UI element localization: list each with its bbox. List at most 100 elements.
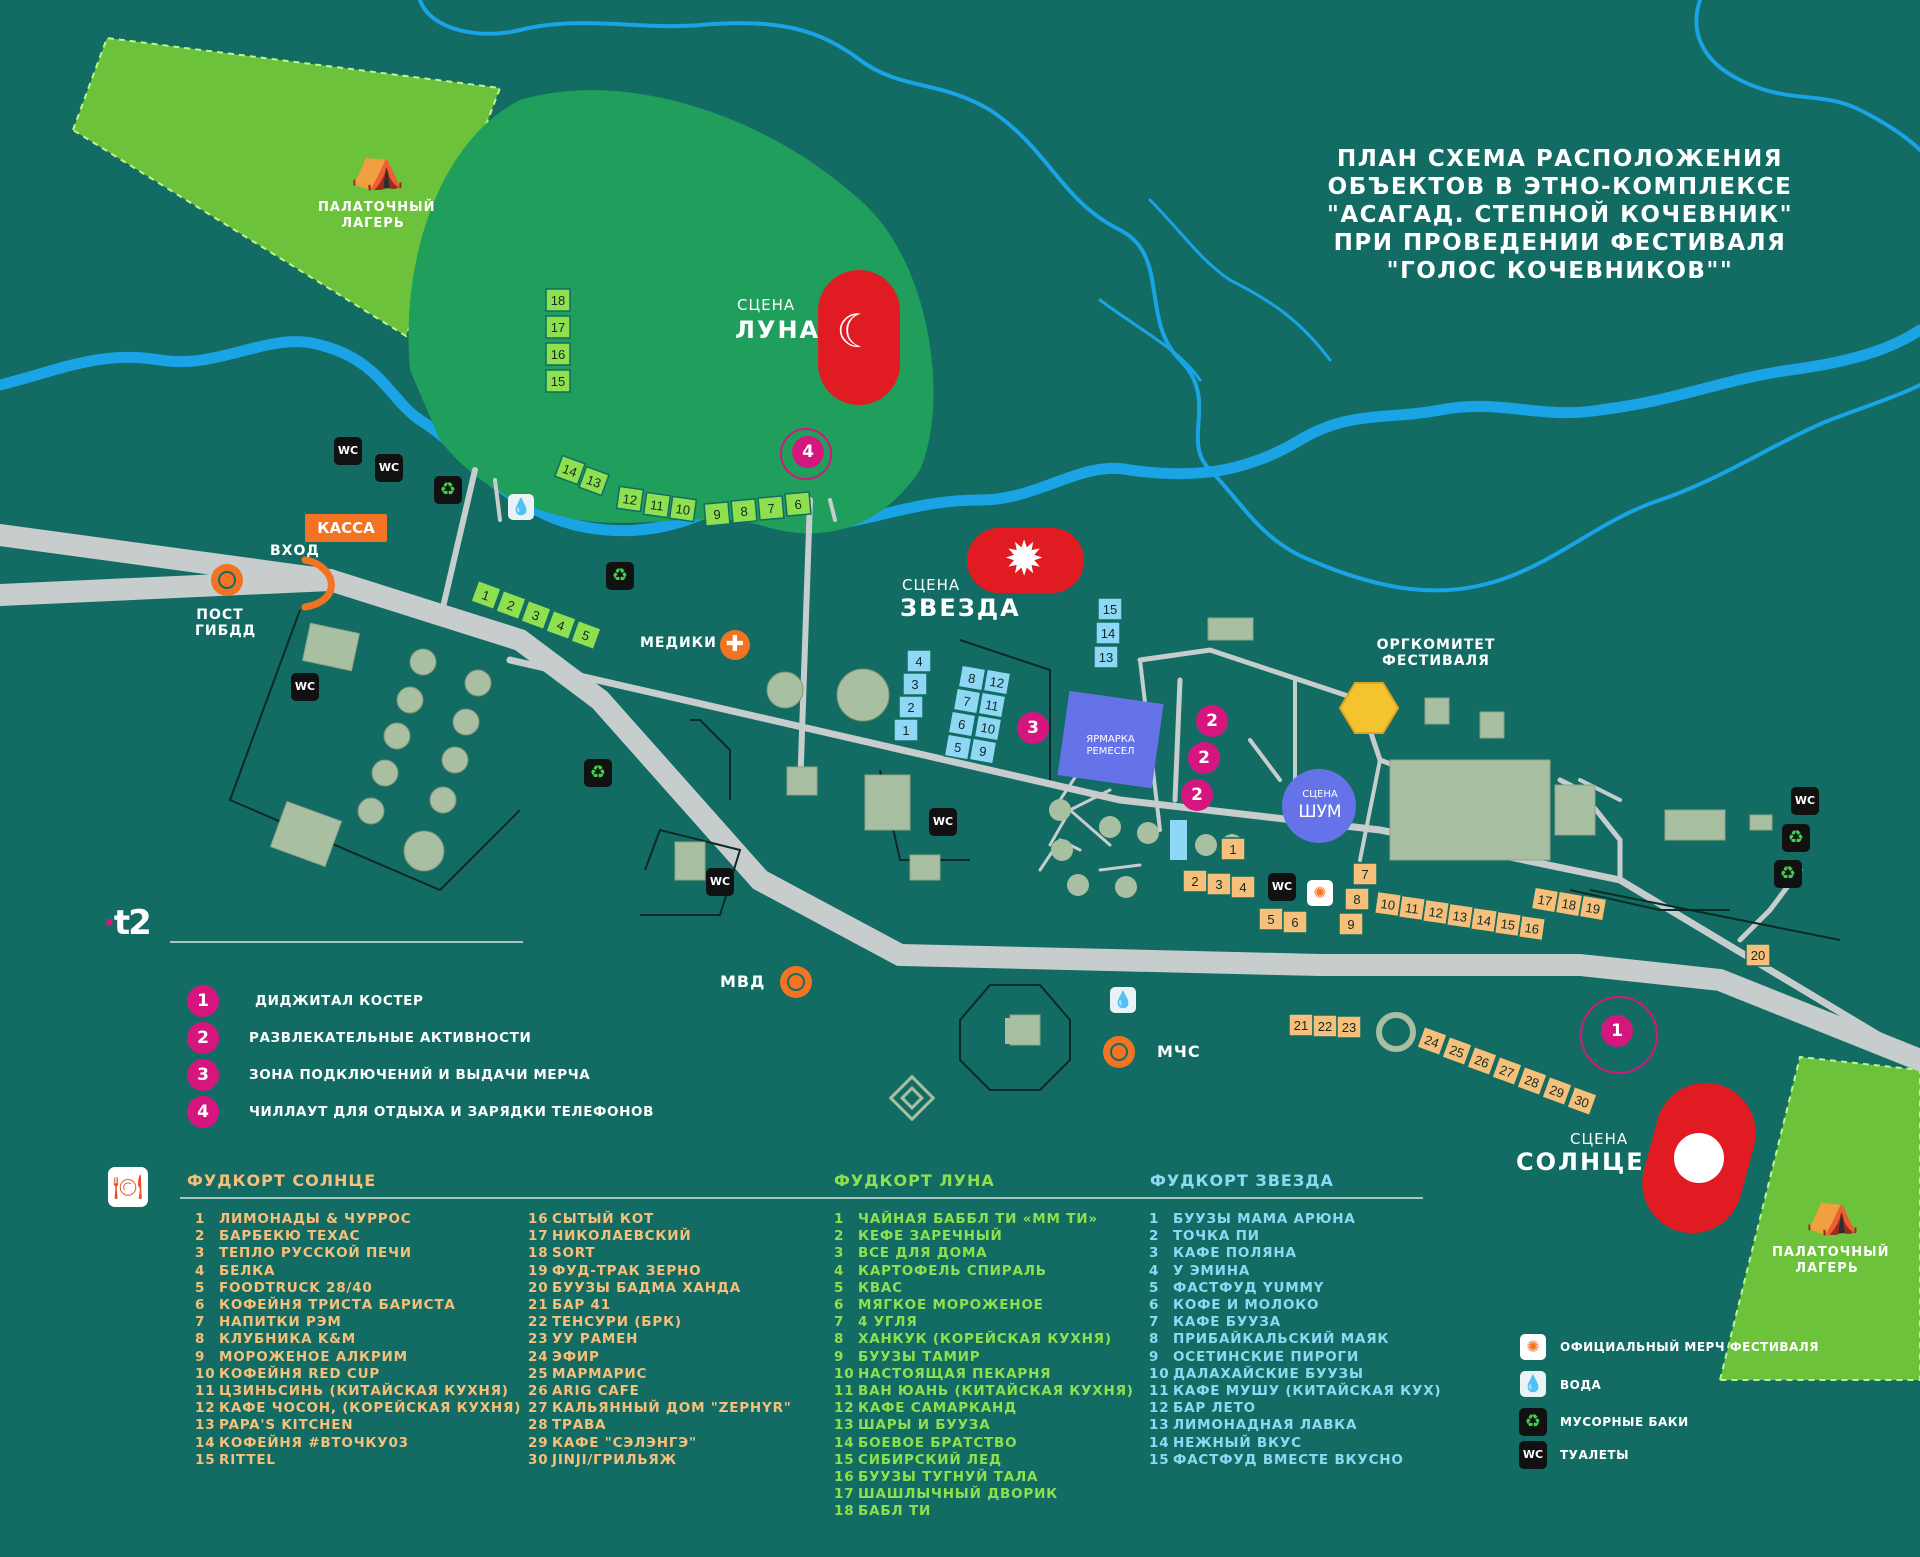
zone-2-marker: 2	[1181, 779, 1213, 811]
foodcourt-item-number: 5	[1149, 1279, 1160, 1296]
mchs-icon	[1103, 1036, 1135, 1068]
moon-stall-box	[570, 619, 602, 651]
star-stall-number: 15	[1103, 602, 1117, 617]
moon-stall: 10	[668, 495, 698, 523]
sun-stall-box	[1516, 1065, 1548, 1097]
foodcourt-item-name: НЕЖНЫЙ ВКУС	[1173, 1434, 1302, 1451]
title-line: ОБЪЕКТОВ В ЭТНО-КОМПЛЕКСЕ	[1327, 174, 1793, 200]
moon-stall-number: 2	[505, 597, 517, 614]
taro-stand	[1170, 820, 1187, 860]
moon-stall: 5	[570, 619, 602, 651]
stage-sun-label-small: СЦЕНА	[1570, 1130, 1629, 1148]
sun-stall: 1	[1220, 837, 1246, 861]
title-line: ПЛАН СХЕМА РАСПОЛОЖЕНИЯ	[1337, 146, 1783, 172]
foodcourt-item-number: 22	[528, 1314, 549, 1331]
moon-stall-number: 10	[675, 501, 691, 518]
zone-4-marker: 4	[792, 436, 824, 468]
moon-stall: 16	[545, 342, 571, 366]
foodcourt-item-name: БУУЗЫ МАМА АРЮНА	[1173, 1211, 1356, 1227]
sun-stall-box	[1230, 875, 1256, 899]
foodcourt-item-name: БУУЗЫ ТУГНУЙ ТАЛА	[858, 1469, 1039, 1486]
moon-stall-number: 11	[649, 497, 664, 514]
foodcourt-item-number: 19	[528, 1262, 549, 1279]
star-stall: 13	[1093, 645, 1119, 669]
moon-stall-box	[554, 454, 586, 486]
sun-stall-box	[1344, 887, 1370, 911]
foodcourt-item-number: 8	[195, 1331, 206, 1348]
sun-stall-number: 26	[1472, 1052, 1491, 1071]
foodcourt-item-name: МЯГКОЕ МОРОЖЕНОЕ	[858, 1297, 1044, 1314]
legend-merch: ОФИЦИАЛЬНЫЙ МЕРЧ ФЕСТИВАЛЯ	[1560, 1340, 1819, 1354]
wc-icon: WC	[291, 673, 319, 701]
moon-stall-box	[520, 599, 552, 631]
tent-camp-label-line: ПАЛАТОЧНЫЙ	[1772, 1245, 1890, 1260]
star-stall-number: 3	[911, 677, 918, 692]
tent-icon: ⛺	[1805, 1186, 1860, 1237]
stage-sun-label-big: СОЛНЦЕ	[1516, 1148, 1645, 1176]
zone-legend-marker: 1	[187, 985, 219, 1017]
ring-yurt	[1376, 1012, 1416, 1052]
sun-icon	[1674, 1133, 1724, 1183]
moon-stall-box	[730, 498, 758, 524]
star-stall-box	[982, 668, 1012, 696]
foodcourt-item-name: МОРОЖЕНОЕ АЛКРИМ	[219, 1348, 408, 1365]
sun-stall-number: 27	[1497, 1062, 1516, 1081]
recycle-icon: ♻	[1782, 824, 1810, 852]
foodcourt-item-name: БОЕВОЕ БРАТСТВО	[858, 1434, 1018, 1451]
sun-stall-number: 17	[1536, 892, 1553, 909]
sun-stall-number: 9	[1347, 917, 1354, 932]
foodcourt-item-number: 11	[1149, 1383, 1170, 1400]
tent-camp-label-line: ПАЛАТОЧНЫЙ	[318, 200, 436, 215]
star-stall: 12	[982, 668, 1012, 696]
foodcourt-item-name: КАЛЬЯННЫЙ ДОМ "ZEPHYR"	[552, 1400, 792, 1417]
stage-star-label-small: СЦЕНА	[902, 576, 961, 594]
moon-stall: 4	[545, 609, 577, 641]
stage-star	[967, 528, 1084, 593]
foodcourt-item-number: 16	[834, 1469, 855, 1486]
zone-3-marker: 3	[1017, 712, 1049, 744]
legend-trash: МУСОРНЫЕ БАКИ	[1560, 1415, 1689, 1429]
moon-stall: 14	[554, 454, 586, 486]
star-stall-box	[943, 733, 973, 761]
foodcourt-item-name: КАФЕ ЧОСОН, (КОРЕЙСКАЯ КУХНЯ)	[219, 1400, 522, 1417]
foodcourt-item-name: ПРИБАЙКАЛЬСКИЙ МАЯК	[1173, 1331, 1390, 1348]
zone-legend-marker: 3	[187, 1059, 219, 1091]
sun-stall-number: 28	[1522, 1072, 1541, 1091]
foodcourt-item-number: 11	[195, 1383, 216, 1400]
orgcommittee-building	[1338, 682, 1400, 734]
foodcourt-item-number: 9	[1149, 1348, 1160, 1365]
sun-stall-number: 2	[1191, 874, 1198, 889]
kassa-label: КАССА	[305, 514, 387, 542]
moon-stall-number: 17	[551, 320, 565, 335]
moon-stall-box	[470, 579, 502, 611]
star-stall-box	[898, 695, 924, 719]
wc-icon: WC	[1791, 787, 1819, 815]
moon-stall-number: 3	[530, 607, 542, 624]
moon-stall: 6	[784, 491, 812, 517]
foodcourt-item-number: 2	[1149, 1228, 1160, 1245]
sun-stall-box	[1541, 1075, 1573, 1107]
star-stall-number: 13	[1099, 650, 1113, 665]
foodcourt-moon-title: ФУДКОРТ ЛУНА	[834, 1171, 995, 1190]
sun-stall-number: 6	[1291, 915, 1298, 930]
sun-stall-number: 21	[1294, 1018, 1308, 1033]
fences	[228, 609, 1841, 941]
foodcourt-item-name: БЕЛКА	[219, 1262, 276, 1279]
foodcourt-item-name: ВАН ЮАНЬ (КИТАЙСКАЯ КУХНЯ)	[858, 1383, 1134, 1400]
moon-stall-box	[615, 485, 645, 513]
